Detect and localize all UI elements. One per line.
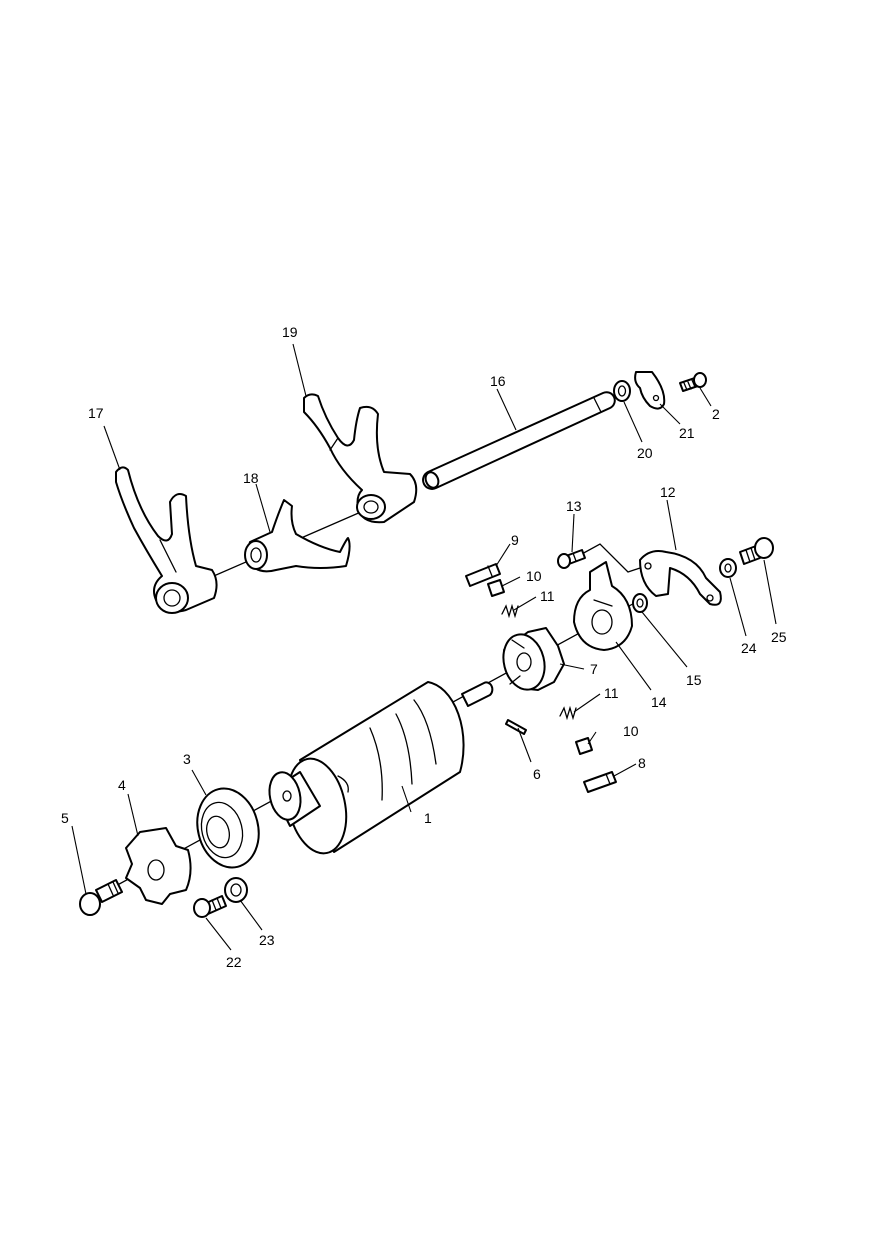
callout-10b: 10 bbox=[623, 723, 639, 739]
callout-22: 22 bbox=[226, 954, 242, 970]
callout-labels: 1 2 3 4 5 6 7 8 9 10 10 11 11 12 13 14 1… bbox=[61, 324, 787, 970]
spring-11-lower bbox=[559, 705, 577, 721]
callout-16: 16 bbox=[490, 373, 506, 389]
spacer-10-upper bbox=[487, 579, 505, 597]
callout-3: 3 bbox=[183, 751, 191, 767]
cam-plate-7 bbox=[502, 627, 565, 691]
callout-19: 19 bbox=[282, 324, 298, 340]
selector-shaft bbox=[422, 391, 616, 490]
star-cam-4 bbox=[125, 827, 192, 905]
plunger-8 bbox=[583, 771, 617, 793]
callout-10a: 10 bbox=[526, 568, 542, 584]
leader-lines bbox=[71, 343, 777, 951]
detent-plate-14 bbox=[573, 561, 633, 651]
circlip-15 bbox=[632, 593, 648, 613]
callout-11a: 11 bbox=[540, 588, 555, 604]
callout-4: 4 bbox=[118, 777, 126, 793]
callout-13: 13 bbox=[566, 498, 582, 514]
spacer-10-lower bbox=[575, 737, 593, 755]
callout-21: 21 bbox=[679, 425, 695, 441]
callout-14: 14 bbox=[651, 694, 667, 710]
callout-24: 24 bbox=[741, 640, 757, 656]
washer-23 bbox=[224, 877, 248, 903]
callout-6: 6 bbox=[533, 766, 541, 782]
callout-15: 15 bbox=[686, 672, 702, 688]
spring-11-upper bbox=[501, 603, 519, 619]
screw-2 bbox=[679, 372, 707, 392]
selector-drum bbox=[268, 681, 494, 855]
pin-6 bbox=[505, 719, 527, 735]
selector-fork-19 bbox=[303, 393, 418, 524]
bolt-5 bbox=[79, 879, 123, 916]
screw-22 bbox=[193, 895, 227, 918]
selector-fork-18 bbox=[244, 499, 351, 573]
callout-20: 20 bbox=[637, 445, 653, 461]
callout-7: 7 bbox=[590, 661, 598, 677]
callout-25: 25 bbox=[771, 629, 787, 645]
callout-18: 18 bbox=[243, 470, 259, 486]
callout-8: 8 bbox=[638, 755, 646, 771]
callout-12: 12 bbox=[660, 484, 676, 500]
callout-5: 5 bbox=[61, 810, 69, 826]
bracket-12 bbox=[639, 550, 722, 606]
callout-17: 17 bbox=[88, 405, 104, 421]
plunger-9 bbox=[465, 563, 501, 587]
selector-fork-17 bbox=[115, 466, 218, 614]
bearing-3 bbox=[196, 787, 260, 869]
callout-2: 2 bbox=[712, 406, 720, 422]
callout-11b: 11 bbox=[604, 685, 619, 701]
callout-1: 1 bbox=[424, 810, 432, 826]
callout-23: 23 bbox=[259, 932, 275, 948]
washer-20 bbox=[613, 380, 631, 402]
callout-9: 9 bbox=[511, 532, 519, 548]
screw-13 bbox=[557, 549, 586, 569]
retaining-plate-21 bbox=[634, 371, 666, 410]
washer-24 bbox=[719, 558, 737, 578]
bolt-25 bbox=[739, 537, 774, 565]
